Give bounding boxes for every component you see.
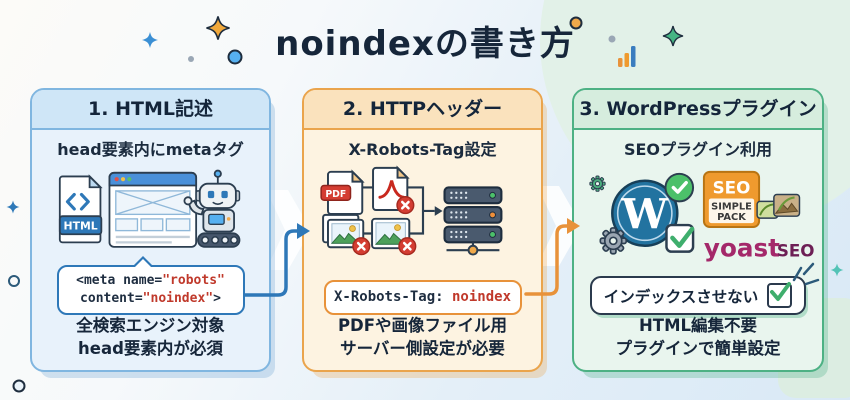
panel-http-header-method: 2. HTTPヘッダー X-Robots-Tag設定 PDF <box>302 88 543 372</box>
browser-window-illustration <box>108 171 197 248</box>
seo-pack-text: SIMPLE <box>711 201 752 212</box>
code-line: content="noindex"> <box>61 290 241 308</box>
noindex-setting-label: インデックスさせない <box>603 287 759 306</box>
yoast-seo-logo: yoast SEO <box>704 234 814 263</box>
browser-dot-red <box>114 177 119 182</box>
code-line: X-Robots-Tag: noindex <box>328 288 518 308</box>
code-text: <meta name= <box>76 273 163 289</box>
wordpress-logo: W <box>611 179 679 247</box>
panel3-header: 3. WordPressプラグイン <box>574 90 822 130</box>
gear-icon <box>589 175 606 192</box>
pdf-file-blocked-icon <box>371 165 414 215</box>
image-file-blocked-icon <box>370 217 416 256</box>
note-line: サーバー側設定が必要 <box>340 338 505 358</box>
html-file-icon: HTML <box>58 174 103 244</box>
wordpress-illustration: W SEO SIMPLE PACK <box>589 170 814 263</box>
code-value-red: "robots" <box>162 273 225 289</box>
checkbox-checked-icon <box>665 223 695 253</box>
robot-screen <box>207 213 225 225</box>
image-files-blocked-icon <box>321 213 370 256</box>
html-illustration: HTML <box>58 169 240 248</box>
meta-tag-code-bubble: <meta name="robots" content="noindex"> <box>56 256 245 316</box>
code-text: > <box>213 291 221 307</box>
panel2-header: 2. HTTPヘッダー <box>304 90 541 130</box>
code-text: X-Robots-Tag: <box>333 288 452 305</box>
yoast-wordmark: yoast <box>704 234 780 263</box>
panel-wordpress-plugin-method: 3. WordPressプラグイン SEOプラグイン利用 W <box>572 88 824 372</box>
blocked-x-badge <box>351 237 370 256</box>
note-line: プラグインで簡単設定 <box>615 338 781 358</box>
panel-html-method: 1. HTML記述 head要素内にmetaタグ HTML <box>30 88 271 372</box>
server-led-green <box>488 231 496 238</box>
pdf-badge-label: PDF <box>325 189 346 200</box>
code-value-red: noindex <box>452 288 512 305</box>
code-value-red: "noindex" <box>142 291 214 307</box>
arrow-head <box>434 206 443 216</box>
check-circle-icon <box>664 172 695 203</box>
network-node <box>467 244 478 256</box>
note-line: HTML編集不要 <box>639 316 757 336</box>
ring-decoration <box>12 379 26 393</box>
seo-simple-pack-logo: SEO SIMPLE PACK <box>702 170 801 229</box>
robot-mascot-illustration <box>183 169 240 248</box>
wordpress-letter: W <box>621 189 669 238</box>
x-robots-tag-codebox: X-Robots-Tag: noindex <box>323 279 522 316</box>
sparkle-icon <box>830 263 844 277</box>
server-stack-illustration <box>442 186 502 256</box>
panel1-header: 1. HTML記述 <box>32 90 269 130</box>
gear-icon <box>599 227 628 255</box>
note-line: PDFや画像ファイル用 <box>337 316 508 336</box>
pdf-file-icon: PDF <box>319 169 365 215</box>
browser-dot-yellow <box>120 177 125 182</box>
code-bracket-icon <box>65 192 76 211</box>
sparkle-icon <box>6 200 20 214</box>
note-line: 全検索エンジン対象 <box>76 316 225 336</box>
html-file-label: HTML <box>63 220 97 233</box>
seo-pack-text: SEO <box>713 178 751 198</box>
code-bracket-icon <box>79 192 90 211</box>
noindex-setting-box: インデックスさせない <box>589 276 807 316</box>
http-header-illustration: PDF <box>319 165 502 256</box>
ring-decoration <box>8 275 20 287</box>
panel1-subtitle: head要素内にmetaタグ <box>57 140 244 159</box>
yoast-seo-text: SEO <box>777 241 814 261</box>
note-line: head要素内が必須 <box>78 338 223 358</box>
seo-pack-text: PACK <box>717 212 746 223</box>
acrobat-mark <box>377 180 405 199</box>
panel1-note: 全検索エンジン対象 head要素内が必須 <box>76 315 225 360</box>
blocked-x-badge <box>397 237 416 256</box>
code-text: content= <box>80 291 143 307</box>
code-line: <meta name="robots" <box>61 272 241 290</box>
blocked-x-badge <box>395 196 414 215</box>
robot-eye <box>207 190 214 199</box>
checkbox-checked-icon <box>767 282 793 309</box>
page-title: noindexの書き方 <box>275 24 575 64</box>
panel2-subtitle: X-Robots-Tag設定 <box>348 140 497 159</box>
robot-eye <box>220 190 228 199</box>
panel2-note: PDFや画像ファイル用 サーバー側設定が必要 <box>338 315 507 360</box>
panel3-subtitle: SEOプラグイン利用 <box>623 140 773 159</box>
server-led-green <box>488 191 496 199</box>
server-led-orange <box>488 211 496 219</box>
browser-dot-green <box>126 177 131 182</box>
panel3-note: HTML編集不要 プラグインで簡単設定 <box>616 315 781 360</box>
